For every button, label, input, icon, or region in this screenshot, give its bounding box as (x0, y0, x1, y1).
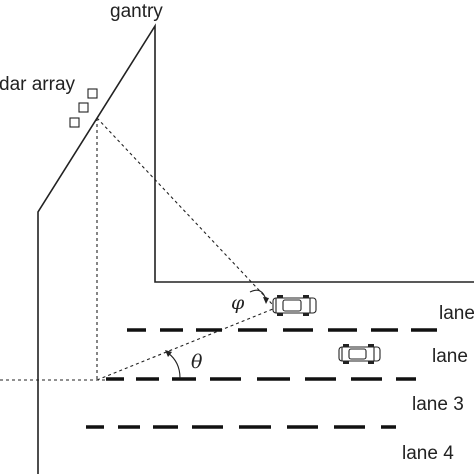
vehicle-lane-1 (272, 295, 317, 316)
phi-arrowhead (263, 297, 269, 304)
phi-label: φ (231, 292, 245, 314)
radar-element (78, 102, 89, 113)
lane-4-label: lane 4 (402, 443, 454, 464)
theta-label: θ (191, 351, 203, 373)
theta-arrowhead (165, 350, 172, 357)
lane-2-label: lane (432, 346, 468, 367)
gantry-label: gantry (110, 1, 163, 22)
gantry-structure (37, 23, 474, 474)
ground-ray (96, 308, 274, 381)
theta-angle-arc (167, 352, 181, 379)
radar-element (69, 117, 80, 128)
lane-1-label: lane (439, 303, 474, 324)
radar-to-vehicle-ray (96, 117, 274, 306)
lane-3-label: lane 3 (412, 394, 464, 415)
phi-angle-arc (249, 289, 267, 301)
radar-array-label: dar array (0, 74, 76, 95)
vehicle-lane-2 (338, 344, 381, 364)
radar-element (87, 88, 98, 99)
